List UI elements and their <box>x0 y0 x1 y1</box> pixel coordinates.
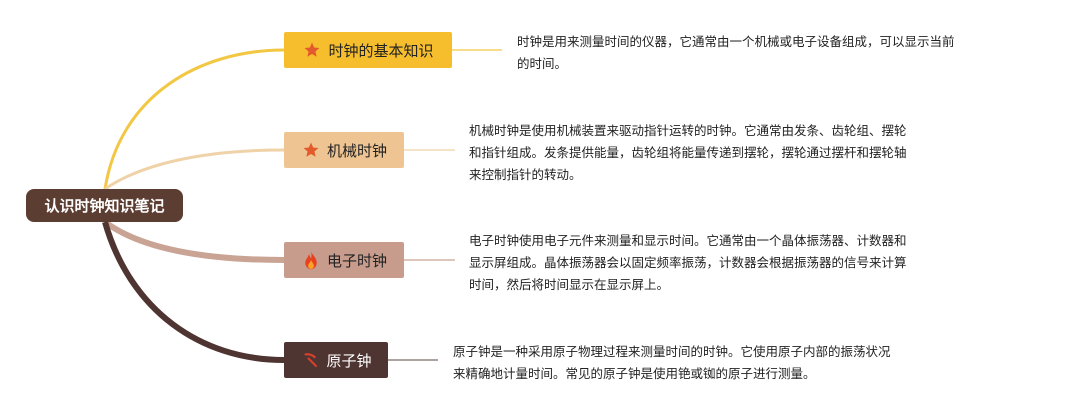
root-topic[interactable]: 认识时钟知识笔记 <box>26 189 183 222</box>
description-atomic-clock: 原子钟是一种采用原子物理过程来测量时间的时钟。它使用原子内部的振荡状况 来精确地… <box>453 344 891 381</box>
topic-label: 时钟的基本知识 <box>328 41 434 60</box>
topic-electronic-clock[interactable]: 电子时钟 <box>284 242 404 278</box>
topic-label: 机械时钟 <box>326 141 387 160</box>
fire-icon <box>301 250 321 270</box>
description-mechanical-clock: 机械时钟是使用机械装置来驱动指针运转的时钟。它通常由发条、齿轮组、摆轮 和指针组… <box>469 123 907 182</box>
description-electronic-clock: 电子时钟使用电子元件来测量和显示时间。它通常由一个晶体振荡器、计数器和 显示屏组… <box>469 233 907 292</box>
topic-mechanical-clock[interactable]: 机械时钟 <box>284 132 404 168</box>
topic-atomic-clock[interactable]: 原子钟 <box>284 342 388 378</box>
connector-branch-3 <box>103 219 285 263</box>
topic-label: 原子钟 <box>326 351 372 370</box>
connector-branch-4 <box>102 221 285 363</box>
connector-branch-2 <box>104 148 285 191</box>
star-icon <box>301 140 321 160</box>
topic-basic-knowledge[interactable]: 时钟的基本知识 <box>284 32 452 68</box>
pickaxe-icon <box>300 350 320 370</box>
topic-label: 电子时钟 <box>326 251 387 270</box>
description-basic-knowledge: 时钟是用来测量时间的仪器，它通常由一个机械或电子设备组成，可以显示当前 的时间。 <box>517 34 955 71</box>
star-icon <box>302 40 322 60</box>
connector-branch-1 <box>103 48 285 190</box>
